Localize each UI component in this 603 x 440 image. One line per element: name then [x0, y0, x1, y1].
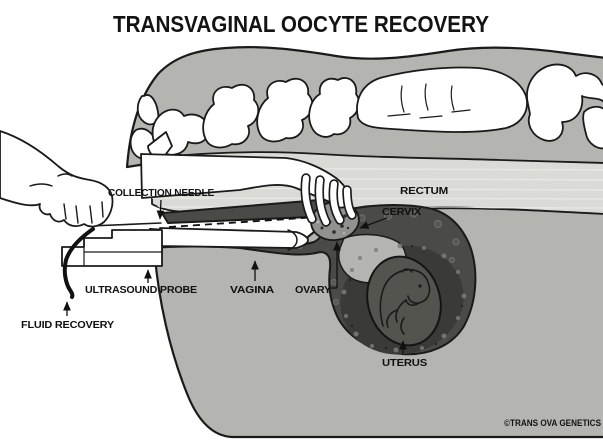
label-ultrasound-probe: ULTRASOUND PROBE	[85, 284, 197, 296]
probe-handle-line	[83, 237, 163, 267]
vertebra-4	[202, 83, 260, 149]
label-uterus: UTERUS	[382, 357, 427, 369]
operator-arm	[0, 130, 114, 299]
fetus-drawing	[379, 268, 431, 335]
label-collection-needle: COLLECTION NEEDLE	[108, 187, 214, 199]
vertebrae-bones	[129, 63, 603, 160]
vertebra-5	[256, 77, 314, 143]
hand-creases	[29, 173, 104, 224]
fetus-eye	[418, 284, 422, 288]
uterus-speckles	[341, 243, 467, 353]
collection-needle-arrow	[156, 199, 165, 220]
probe-shaft	[159, 227, 309, 249]
vertebra-6	[308, 77, 360, 138]
copyright-credit: ©TRANS OVA GENETICS	[504, 418, 601, 428]
label-cervix: CERVIX	[382, 206, 421, 218]
arm-in-rectum	[140, 153, 357, 227]
uterus-speckles-dark	[348, 244, 464, 350]
label-vagina: VAGINA	[230, 284, 275, 296]
probe-handle	[61, 229, 163, 267]
label-rectum: RECTUM	[400, 185, 448, 197]
probe-tip-line	[287, 229, 298, 251]
cervix-arrow	[359, 217, 388, 229]
hip-bone	[526, 63, 603, 142]
page-title: TRANSVAGINAL OOCYTE RECOVERY	[113, 11, 489, 37]
sacrum-detail-lines	[387, 83, 471, 119]
label-ovary: OVARY	[295, 284, 331, 296]
labels-layer: COLLECTION NEEDLE RECTUM CERVIX ULTRASOU…	[21, 185, 449, 369]
fluid-recovery-tube	[62, 227, 95, 299]
ultrasound-probe	[61, 227, 309, 267]
grasping-fingers	[300, 173, 357, 227]
operator-hand	[0, 130, 114, 228]
label-fluid-recovery: FLUID RECOVERY	[21, 319, 114, 331]
needle-dashed-path	[168, 216, 319, 228]
hip-bone-2	[582, 105, 603, 150]
needle-line	[89, 222, 162, 227]
sacrum-bone	[356, 66, 528, 133]
ovary-light-dots	[316, 220, 346, 235]
cow-back-band	[125, 46, 603, 169]
